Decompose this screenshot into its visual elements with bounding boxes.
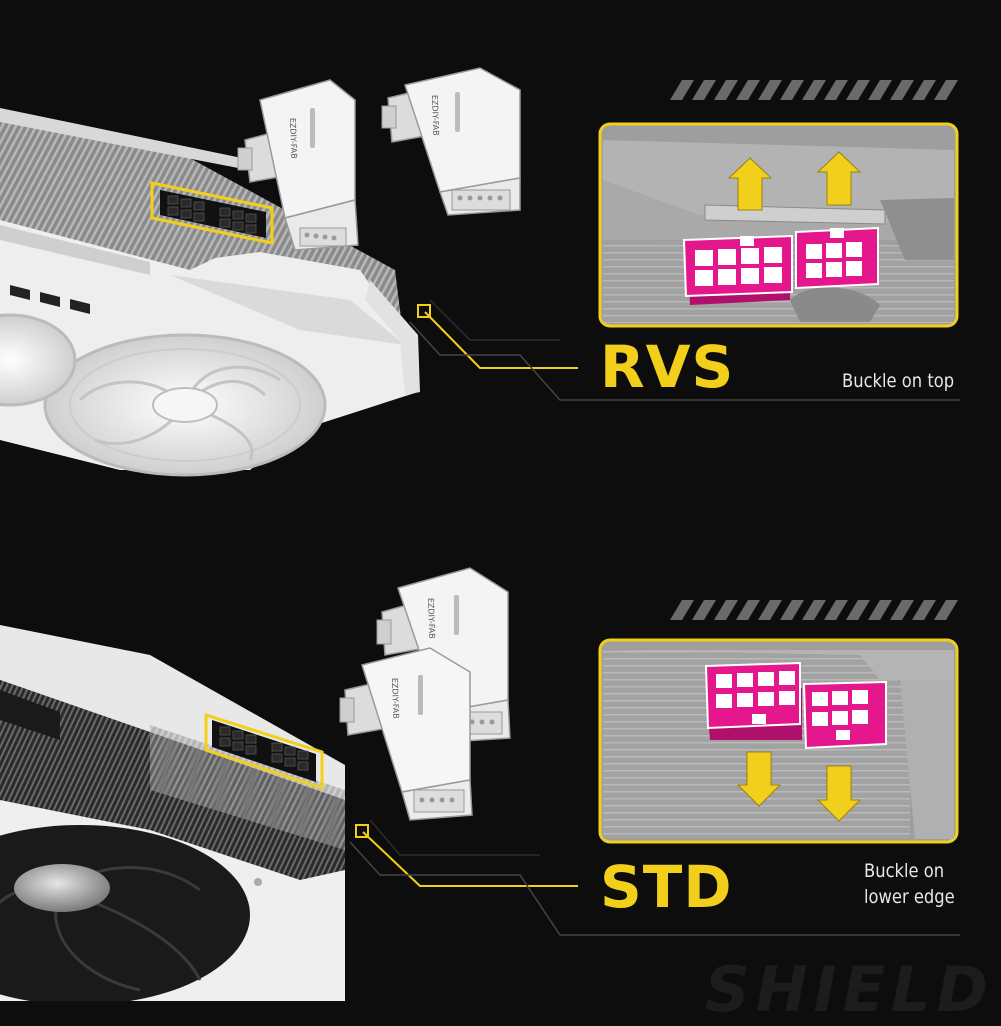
arrow-down-icon <box>816 765 862 822</box>
gpu-bottom <box>0 625 345 1001</box>
std-callout <box>349 819 960 936</box>
callout-square-icon <box>355 824 369 838</box>
std-caption-line-2: lower edge <box>864 886 955 908</box>
hazard-stripes-bottom <box>670 600 958 620</box>
adapter-text-c: EZDIY-FAB <box>426 598 436 639</box>
callout-square-icon <box>417 304 431 318</box>
gpu-top <box>0 108 420 477</box>
adapter-text-d: EZDIY-FAB <box>390 678 400 719</box>
std-adapter-front: EZDIY-FAB <box>339 647 473 821</box>
rvs-caption: Buckle on top <box>842 370 955 392</box>
rvs-title: RVS <box>600 333 735 401</box>
rvs-inset-panel <box>598 122 959 328</box>
std-inset-panel <box>598 638 959 844</box>
rvs-adapter-left: EZDIY-FAB <box>237 79 359 251</box>
rvs-callout <box>409 299 960 401</box>
product-scene: EZDIY-FAB EZDIY-FAB <box>0 67 960 1001</box>
arrow-down-icon <box>736 751 782 807</box>
hazard-stripes-top <box>670 80 958 100</box>
adapter-text-a: EZDIY-FAB <box>288 118 298 159</box>
arrow-up-icon <box>727 157 773 211</box>
std-caption-line-1: Buckle on <box>864 860 945 882</box>
rvs-adapter-right: EZDIY-FAB <box>381 67 521 216</box>
std-title: STD <box>600 853 733 921</box>
arrow-up-icon <box>816 151 862 206</box>
adapter-text-b: EZDIY-FAB <box>430 95 440 136</box>
brand-watermark: SHIELD <box>705 953 994 1026</box>
